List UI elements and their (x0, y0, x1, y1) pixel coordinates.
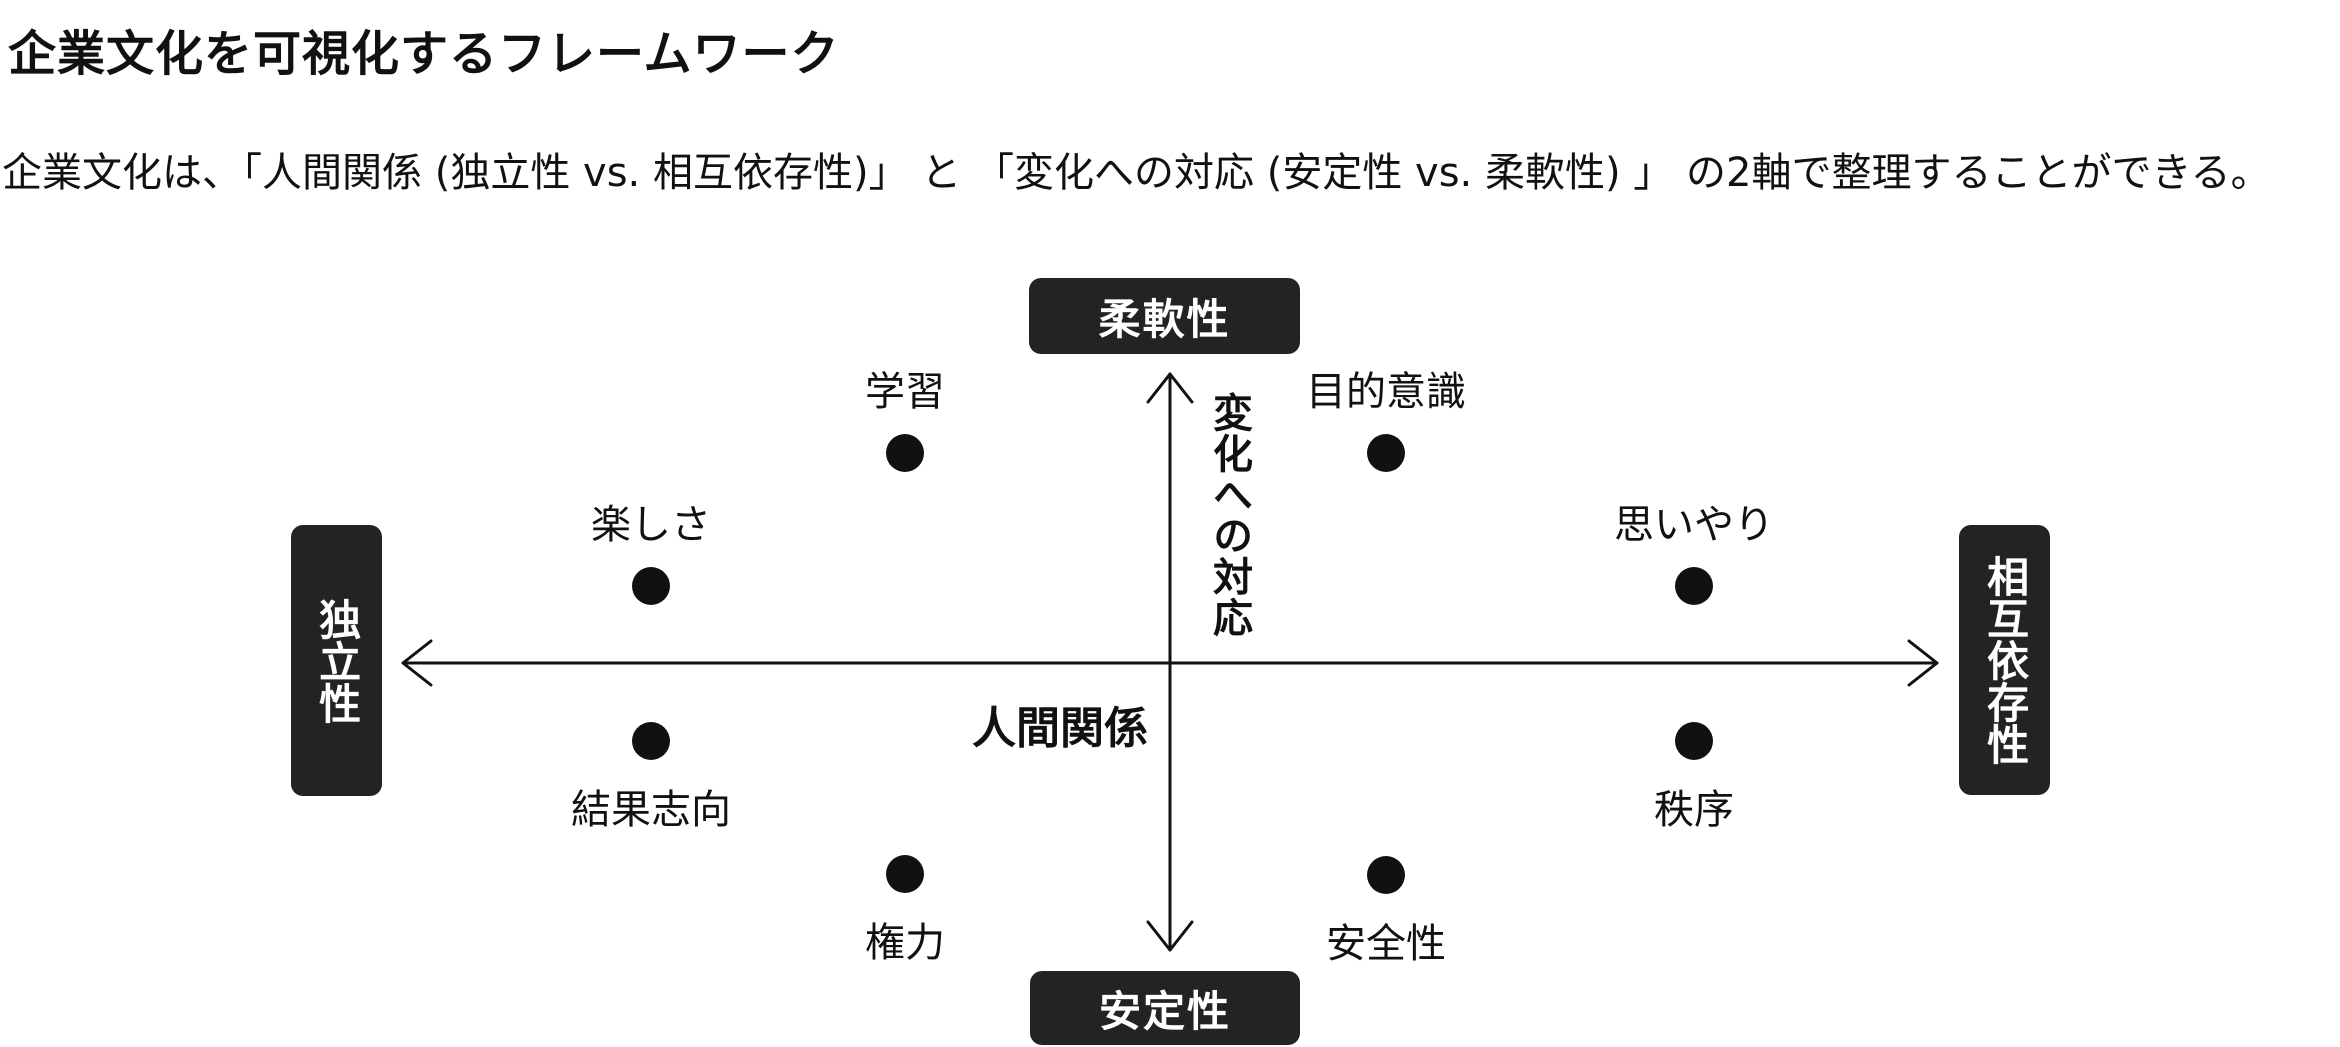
page-title: 企業文化を可視化するフレームワーク (8, 26, 840, 82)
arrowhead-down (1146, 920, 1194, 952)
y-axis-label: 変化への対応 (1206, 392, 1252, 638)
arrowhead-up (1146, 372, 1194, 404)
data-point (1675, 567, 1713, 605)
data-point (632, 567, 670, 605)
point-label: 秩序 (1654, 787, 1734, 833)
end-box-interdependence: 相互依存性 (1959, 525, 2050, 795)
data-point (886, 434, 924, 472)
data-point (886, 855, 924, 893)
point-label: 結果志向 (571, 787, 731, 833)
data-point (1367, 856, 1405, 894)
data-point (1675, 722, 1713, 760)
data-point (1367, 434, 1405, 472)
end-box-flexibility: 柔軟性 (1029, 278, 1300, 354)
point-label: 楽しさ (591, 502, 711, 548)
arrowhead-left (401, 639, 433, 687)
end-box-independence: 独立性 (291, 525, 382, 796)
x-axis-label: 人間関係 (972, 703, 1148, 754)
point-label: 権力 (865, 920, 945, 966)
point-label: 学習 (865, 369, 945, 415)
page-subtitle: 企業文化は、「人間関係 (独立性 vs. 相互依存性)」 と 「変化への対応 (… (2, 150, 2271, 196)
point-label: 目的意識 (1306, 369, 1466, 415)
end-box-stability: 安定性 (1030, 971, 1300, 1045)
point-label: 安全性 (1326, 921, 1446, 967)
data-point (632, 722, 670, 760)
arrowhead-right (1907, 639, 1939, 687)
point-label: 思いやり (1614, 502, 1774, 548)
